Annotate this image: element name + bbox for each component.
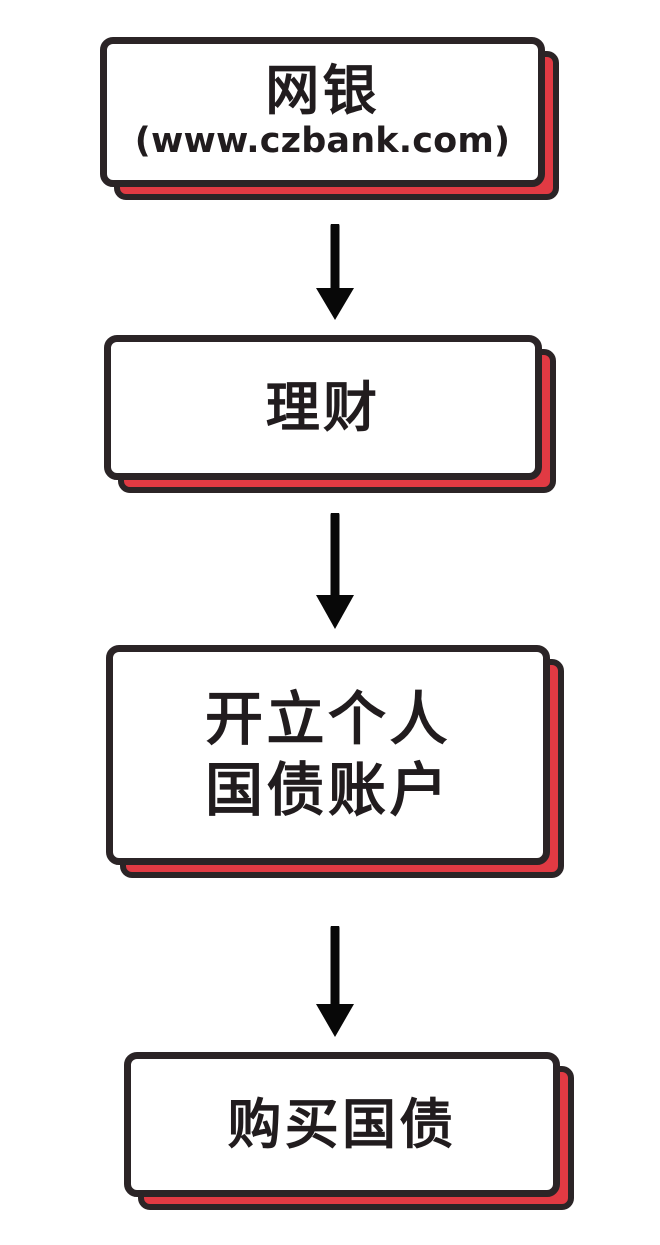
node-face: 网银 (www.czbank.com) bbox=[100, 37, 545, 187]
node-face: 开立个人 国债账户 bbox=[106, 645, 550, 865]
flow-node-step-1[interactable]: 网银 (www.czbank.com) bbox=[100, 37, 559, 200]
flow-arrow-down-icon bbox=[316, 224, 354, 320]
flow-arrow-down-icon bbox=[316, 926, 354, 1037]
node-face: 理财 bbox=[104, 335, 542, 480]
node-primary-label: 开立个人 bbox=[205, 684, 451, 753]
node-secondary-label: 国债账户 bbox=[205, 756, 451, 824]
flow-node-step-2[interactable]: 理财 bbox=[104, 335, 556, 493]
flow-node-step-3[interactable]: 开立个人 国债账户 bbox=[106, 645, 564, 878]
node-primary-label: 网银 bbox=[265, 59, 380, 123]
node-primary-label: 购买国债 bbox=[227, 1092, 457, 1156]
flow-node-step-4[interactable]: 购买国债 bbox=[124, 1052, 574, 1210]
node-secondary-label: (www.czbank.com) bbox=[134, 120, 511, 161]
flow-arrow-down-icon bbox=[316, 513, 354, 629]
node-face: 购买国债 bbox=[124, 1052, 560, 1197]
node-primary-label: 理财 bbox=[265, 375, 381, 439]
